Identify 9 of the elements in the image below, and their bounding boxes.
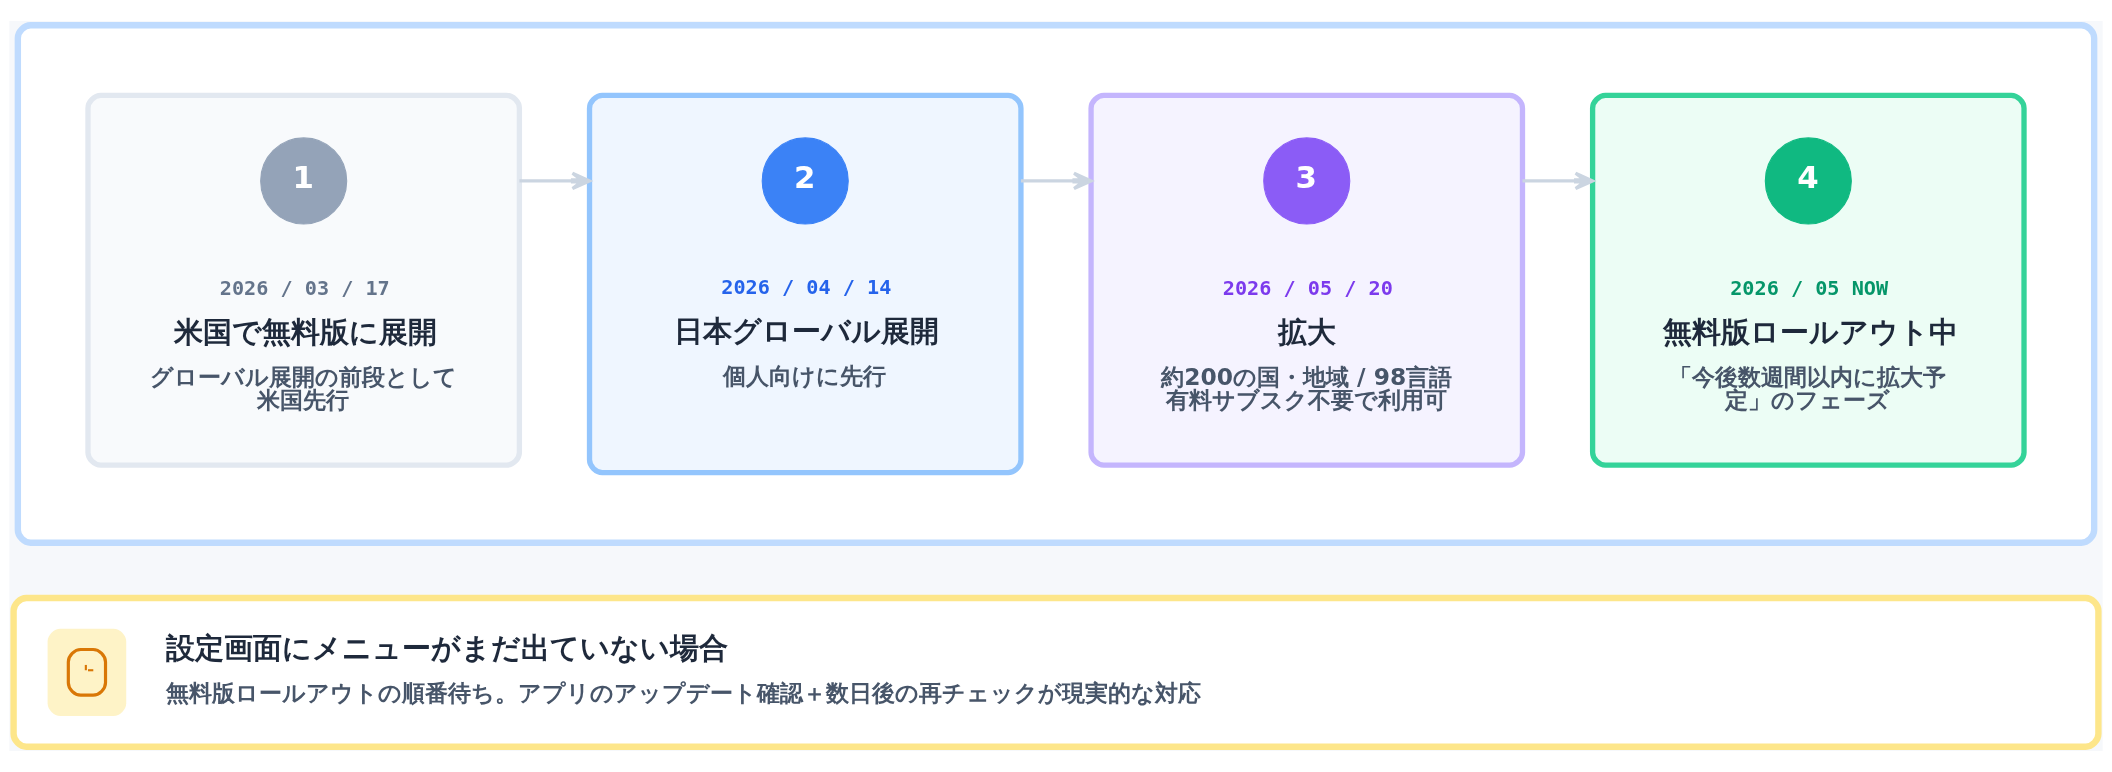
- cluster: [14, 22, 2098, 546]
- node-circle: 1: [260, 137, 348, 225]
- node-circle: 3: [1263, 137, 1351, 225]
- arrow: [1522, 171, 1595, 191]
- arrow: [519, 171, 592, 191]
- node-circle: 4: [1764, 137, 1852, 225]
- arrow: [1020, 171, 1093, 191]
- node-box: 設定画面にメニューがまだ出ていない場合 無料版ロールアウトの順番待ち。アプリのアップデート確認＋数日後の再チェックが現実的な対応: [10, 594, 2102, 750]
- node-circle: 2: [761, 137, 849, 225]
